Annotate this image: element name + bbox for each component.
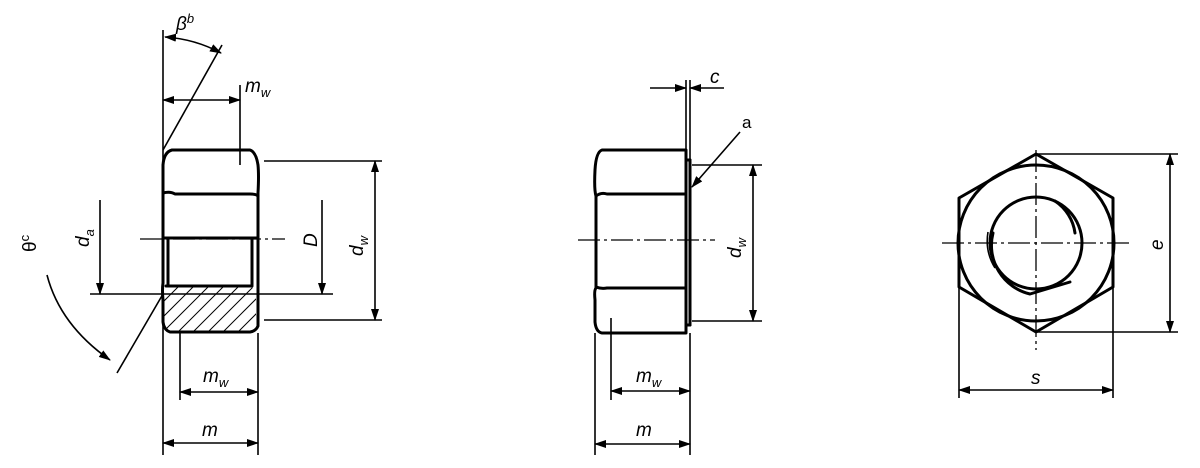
nut-outline (161, 148, 260, 334)
theta-angle-line (116, 293, 164, 374)
sectional-side-view: βb mw mw m da D dw θc (17, 11, 382, 455)
leader-a (691, 131, 741, 188)
label-m-middle: m (636, 420, 652, 441)
label-dw-middle: dw (725, 236, 749, 258)
beta-angle-line (162, 44, 223, 151)
dim-theta-arc (46, 274, 111, 361)
label-beta: βb (175, 11, 194, 35)
label-mw-top: mw (245, 76, 272, 100)
chamfer-upper (161, 190, 260, 198)
top-view: e s (942, 150, 1178, 398)
label-D: D (301, 233, 322, 247)
label-mw-middle: mw (636, 366, 663, 390)
label-c: c (710, 67, 720, 88)
label-e: e (1147, 239, 1168, 250)
label-da: da (73, 229, 97, 247)
side-view-flange: c a dw mw m (578, 67, 762, 455)
section-hatching (164, 286, 256, 331)
label-dw-left: dw (347, 234, 371, 256)
label-mw-bottom: mw (203, 366, 230, 390)
label-m-left: m (202, 420, 218, 441)
label-a-ref: a (742, 113, 752, 132)
dim-beta-arc (164, 33, 222, 54)
thread-arc-lower (989, 231, 1072, 296)
nut-outline-middle (593, 148, 688, 335)
label-theta: θc (17, 234, 41, 252)
thread-arc (1053, 199, 1077, 235)
label-s: s (1031, 368, 1041, 389)
